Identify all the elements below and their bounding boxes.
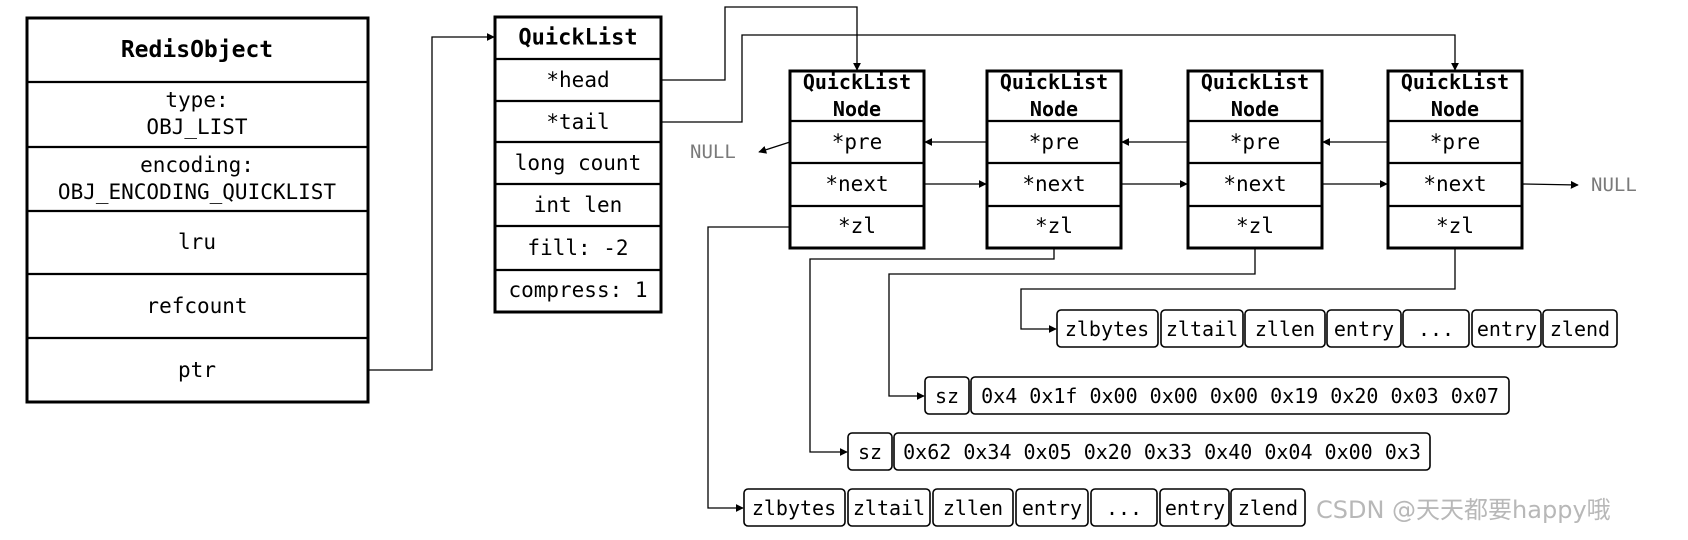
node-next: *next xyxy=(825,172,888,196)
node-next: *next xyxy=(1423,172,1486,196)
ptr-field: ptr xyxy=(178,358,216,382)
ziplist-entry: entry xyxy=(1022,496,1082,520)
ziplist-zllen: zllen xyxy=(943,496,1003,520)
ziplist-top: zlbytes zltail zllen entry ... entry zle… xyxy=(1056,309,1618,348)
ziplist-entry: entry xyxy=(1334,317,1394,341)
zl-arrow-node-4 xyxy=(1020,248,1456,333)
quicklist-tail: *tail xyxy=(546,110,609,134)
quicklist-count: long count xyxy=(515,151,641,175)
compressed-bytes: 0x62 0x34 0x05 0x20 0x33 0x40 0x04 0x00 … xyxy=(903,440,1421,464)
tail-arrow xyxy=(661,34,1459,123)
quicklist-compress: compress: 1 xyxy=(508,278,647,302)
quicklist: QuickList *head *tail long count int len… xyxy=(493,15,663,314)
null-left-label: NULL xyxy=(690,141,736,163)
ziplist-entry: entry xyxy=(1165,496,1225,520)
node-title: Node xyxy=(1030,97,1078,121)
watermark: CSDN @天天都要happy哦 xyxy=(1316,496,1611,524)
ziplist-zlbytes: zlbytes xyxy=(1065,317,1149,341)
node-zl: *zl xyxy=(1436,214,1474,238)
compressed-node-2: sz 0x62 0x34 0x05 0x20 0x33 0x40 0x04 0x… xyxy=(847,432,1431,471)
quicklist-title: QuickList xyxy=(518,26,637,51)
ziplist-entry: entry xyxy=(1477,317,1537,341)
ziplist-zlbytes: zlbytes xyxy=(752,496,836,520)
quicklist-node-3: QuickList Node *pre *next *zl xyxy=(1186,69,1324,250)
ziplist-ellipsis: ... xyxy=(1418,317,1454,341)
ziplist-zllen: zllen xyxy=(1255,317,1315,341)
quicklist-fill: fill: -2 xyxy=(527,236,628,260)
node-zl: *zl xyxy=(1236,214,1274,238)
connectors xyxy=(368,6,1579,512)
quicklist-head: *head xyxy=(546,68,609,92)
head-arrow xyxy=(661,6,861,81)
ziplist-zltail: zltail xyxy=(853,496,925,520)
lru-field: lru xyxy=(178,230,216,254)
zl-arrow-node-1 xyxy=(707,226,790,512)
node-title: Node xyxy=(1231,97,1279,121)
ziplist-ellipsis: ... xyxy=(1106,496,1142,520)
zl-arrow-node-3 xyxy=(888,248,1256,400)
ziplist-zlend: zlend xyxy=(1238,496,1298,520)
compressed-node-1: sz 0x4 0x1f 0x00 0x00 0x00 0x19 0x20 0x0… xyxy=(924,376,1510,415)
encoding-value: OBJ_ENCODING_QUICKLIST xyxy=(58,180,337,204)
node-title: Node xyxy=(833,97,881,121)
node-title: Node xyxy=(1431,97,1479,121)
ziplist-zltail: zltail xyxy=(1166,317,1238,341)
ptr-arrow xyxy=(368,33,495,371)
next-null-arrow xyxy=(1521,180,1579,189)
node-title: QuickList xyxy=(1201,70,1309,94)
redis-object-title: RedisObject xyxy=(121,37,273,63)
node-next: *next xyxy=(1022,172,1085,196)
redis-object: RedisObject type: OBJ_LIST encoding: OBJ… xyxy=(25,16,370,404)
node-pre: *pre xyxy=(1029,130,1080,154)
zl-arrow-node-2 xyxy=(809,248,1055,456)
node-zl: *zl xyxy=(1035,214,1073,238)
node-title: QuickList xyxy=(1000,70,1108,94)
node-zl: *zl xyxy=(838,214,876,238)
quicklist-node-1: QuickList Node *pre *next *zl xyxy=(788,69,926,250)
node-pre: *pre xyxy=(1430,130,1481,154)
null-right-label: NULL xyxy=(1591,174,1637,196)
quicklist-node-4: QuickList Node *pre *next *zl xyxy=(1386,69,1524,250)
compressed-sz: sz xyxy=(935,384,959,408)
node-pre: *pre xyxy=(832,130,883,154)
quicklist-node-2: QuickList Node *pre *next *zl xyxy=(985,69,1123,250)
compressed-sz: sz xyxy=(858,440,882,464)
quicklist-len: int len xyxy=(534,193,623,217)
type-value: OBJ_LIST xyxy=(146,115,248,139)
node-title: QuickList xyxy=(1401,70,1509,94)
encoding-label: encoding: xyxy=(140,153,254,177)
node-pre: *pre xyxy=(1230,130,1281,154)
ziplist-zlend: zlend xyxy=(1550,317,1610,341)
compressed-bytes: 0x4 0x1f 0x00 0x00 0x00 0x19 0x20 0x03 0… xyxy=(981,384,1499,408)
node-title: QuickList xyxy=(803,70,911,94)
ziplist-bottom: zlbytes zltail zllen entry ... entry zle… xyxy=(743,488,1306,527)
refcount-field: refcount xyxy=(146,294,247,318)
pre-null-arrow xyxy=(758,141,791,154)
type-label: type: xyxy=(165,88,228,112)
node-next: *next xyxy=(1223,172,1286,196)
